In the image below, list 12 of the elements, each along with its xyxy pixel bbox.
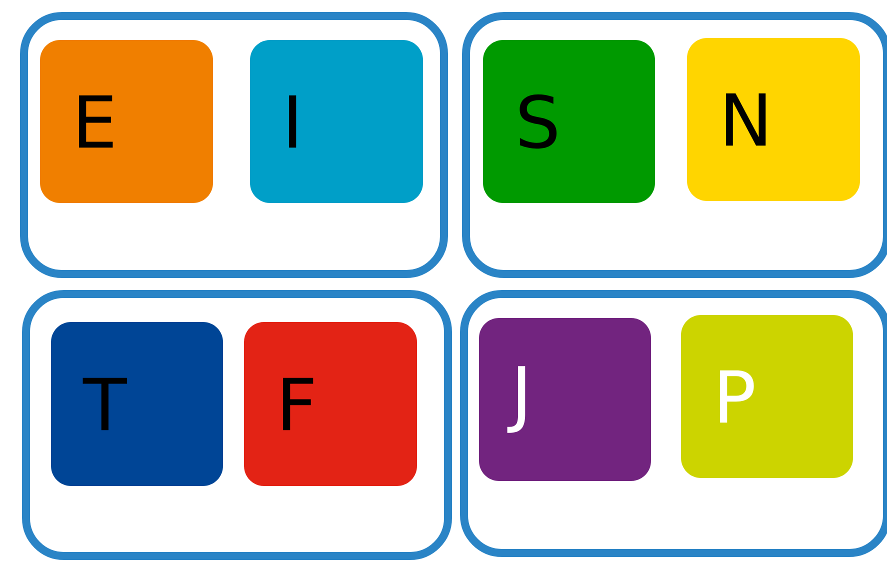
group-frame (462, 12, 887, 278)
letter-tile: J (479, 318, 651, 481)
letter-tile: S (483, 40, 655, 203)
letter-tile: T (51, 322, 223, 486)
letter-tile: F (244, 322, 417, 486)
letter-tile: N (687, 38, 860, 201)
letter-tile: E (40, 40, 213, 203)
group-frame (22, 290, 452, 560)
letter-tile: P (681, 315, 853, 478)
letter-tile: I (250, 40, 423, 203)
group-frame (460, 290, 887, 557)
group-frame (20, 12, 448, 278)
